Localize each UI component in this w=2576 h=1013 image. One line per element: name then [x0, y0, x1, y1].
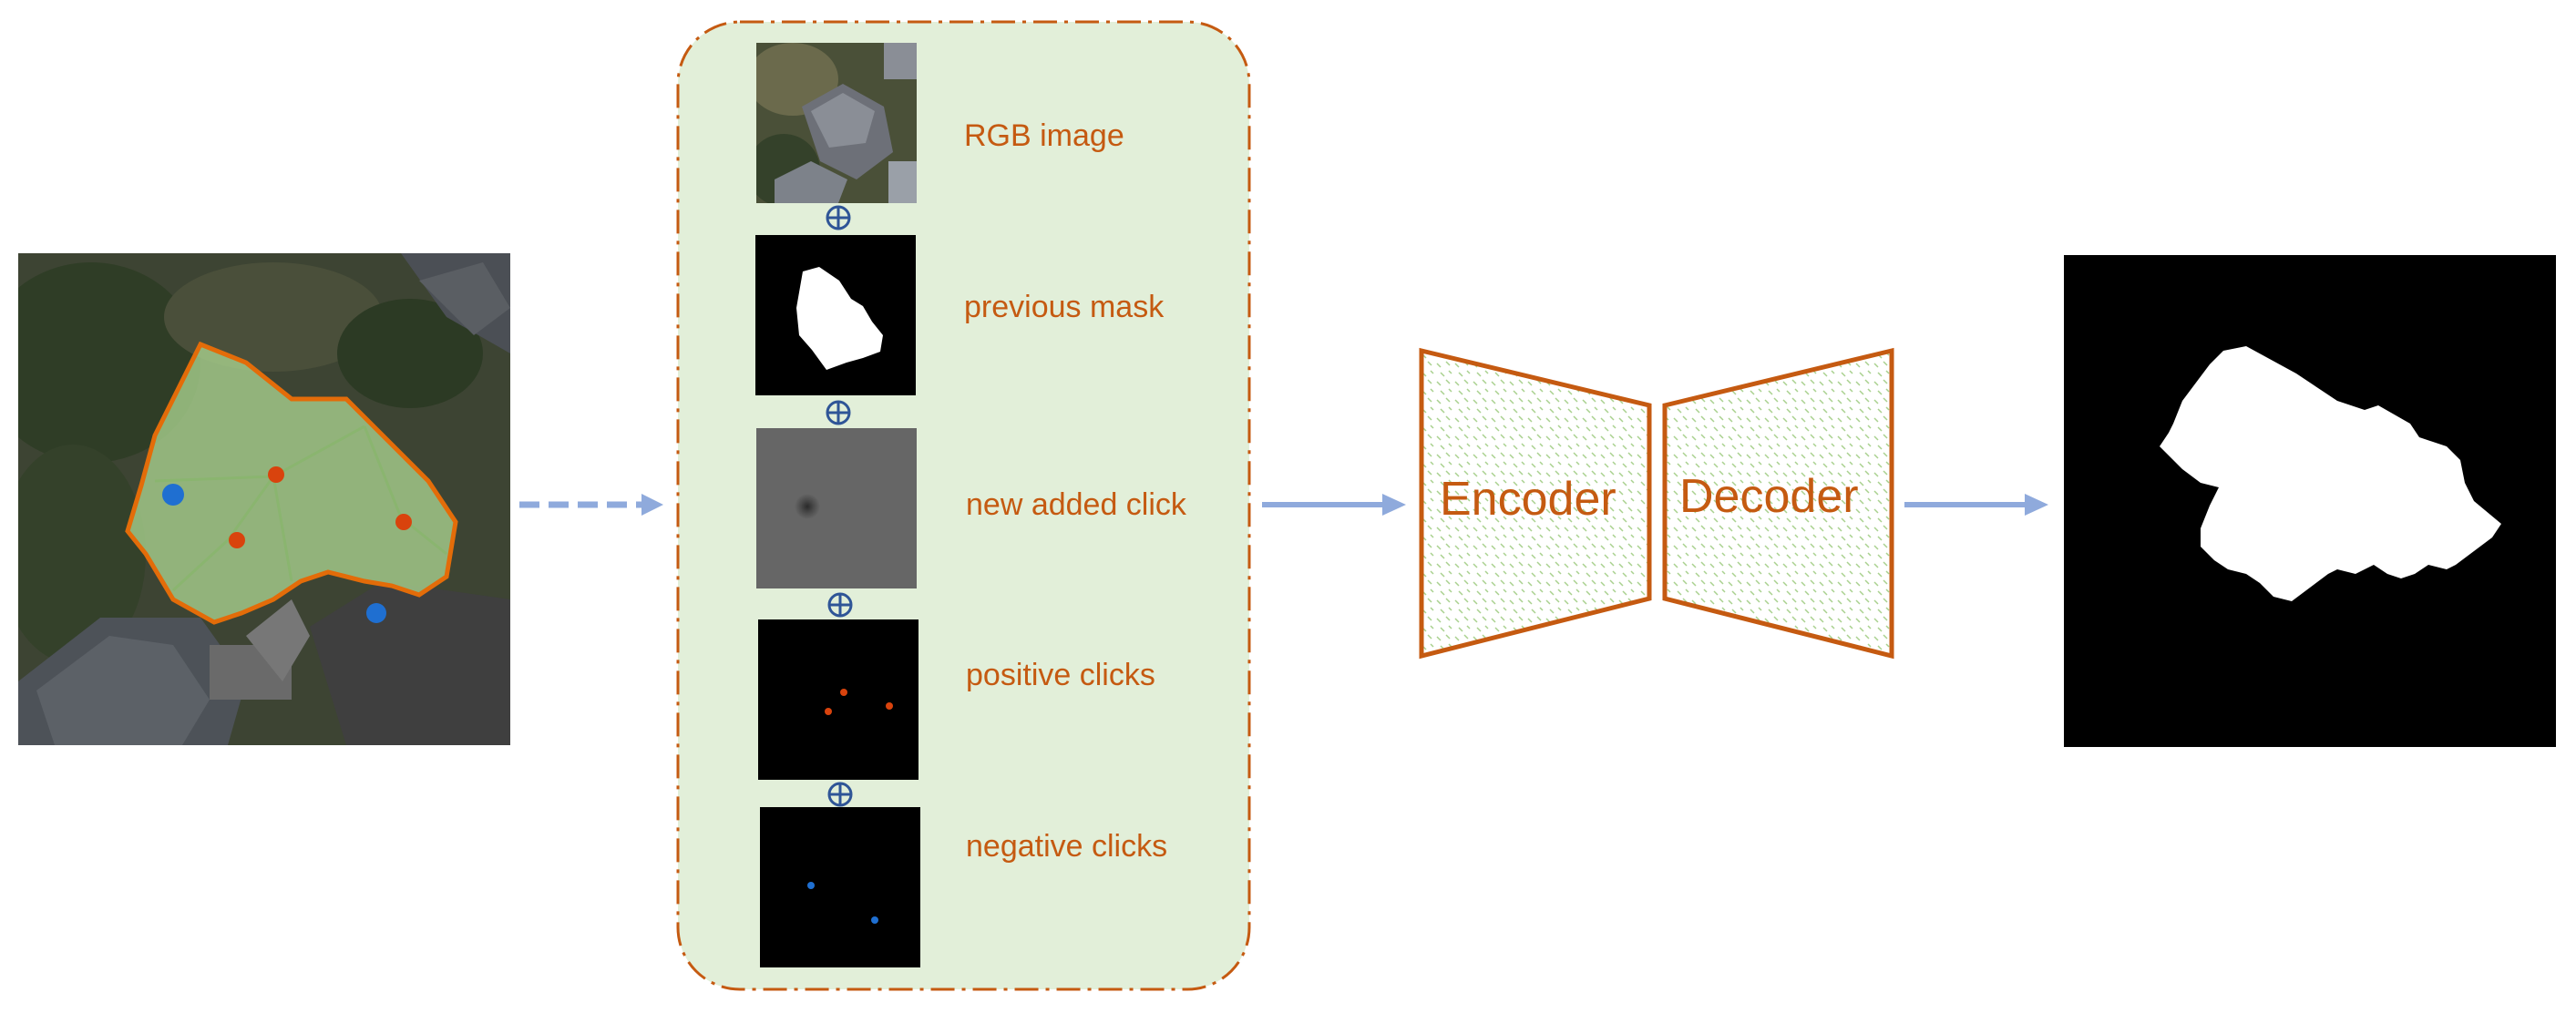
input-label-positive-clicks: positive clicks: [966, 658, 1155, 692]
input-label-rgb: RGB image: [964, 118, 1124, 153]
concat-operator-icon: [824, 398, 853, 427]
arrow-to-encoder: [1262, 488, 1408, 521]
previous-mask-thumbnail: [755, 235, 916, 395]
encoder-block: [1419, 347, 1652, 660]
input-aerial-image: [18, 253, 510, 745]
rgb-image-thumbnail: [756, 43, 917, 203]
input-label-new-click: new added click: [966, 487, 1186, 522]
concat-operator-icon: [826, 780, 855, 809]
input-label-negative-clicks: negative clicks: [966, 829, 1168, 864]
decoder-block: [1662, 347, 1894, 660]
new-added-click-thumbnail: [756, 428, 917, 588]
input-label-previous-mask: previous mask: [964, 290, 1165, 324]
negative-clicks-thumbnail: [760, 807, 920, 967]
encoder-label: Encoder: [1440, 473, 1616, 526]
output-mask: [2064, 255, 2556, 747]
dashed-arrow: [519, 488, 665, 521]
arrow-to-output: [1904, 488, 2050, 521]
encoder-decoder-network: [1417, 342, 1898, 665]
concat-operator-icon: [824, 203, 853, 232]
positive-clicks-thumbnail: [758, 619, 919, 780]
decoder-label: Decoder: [1679, 470, 1859, 523]
concat-operator-icon: [826, 590, 855, 619]
